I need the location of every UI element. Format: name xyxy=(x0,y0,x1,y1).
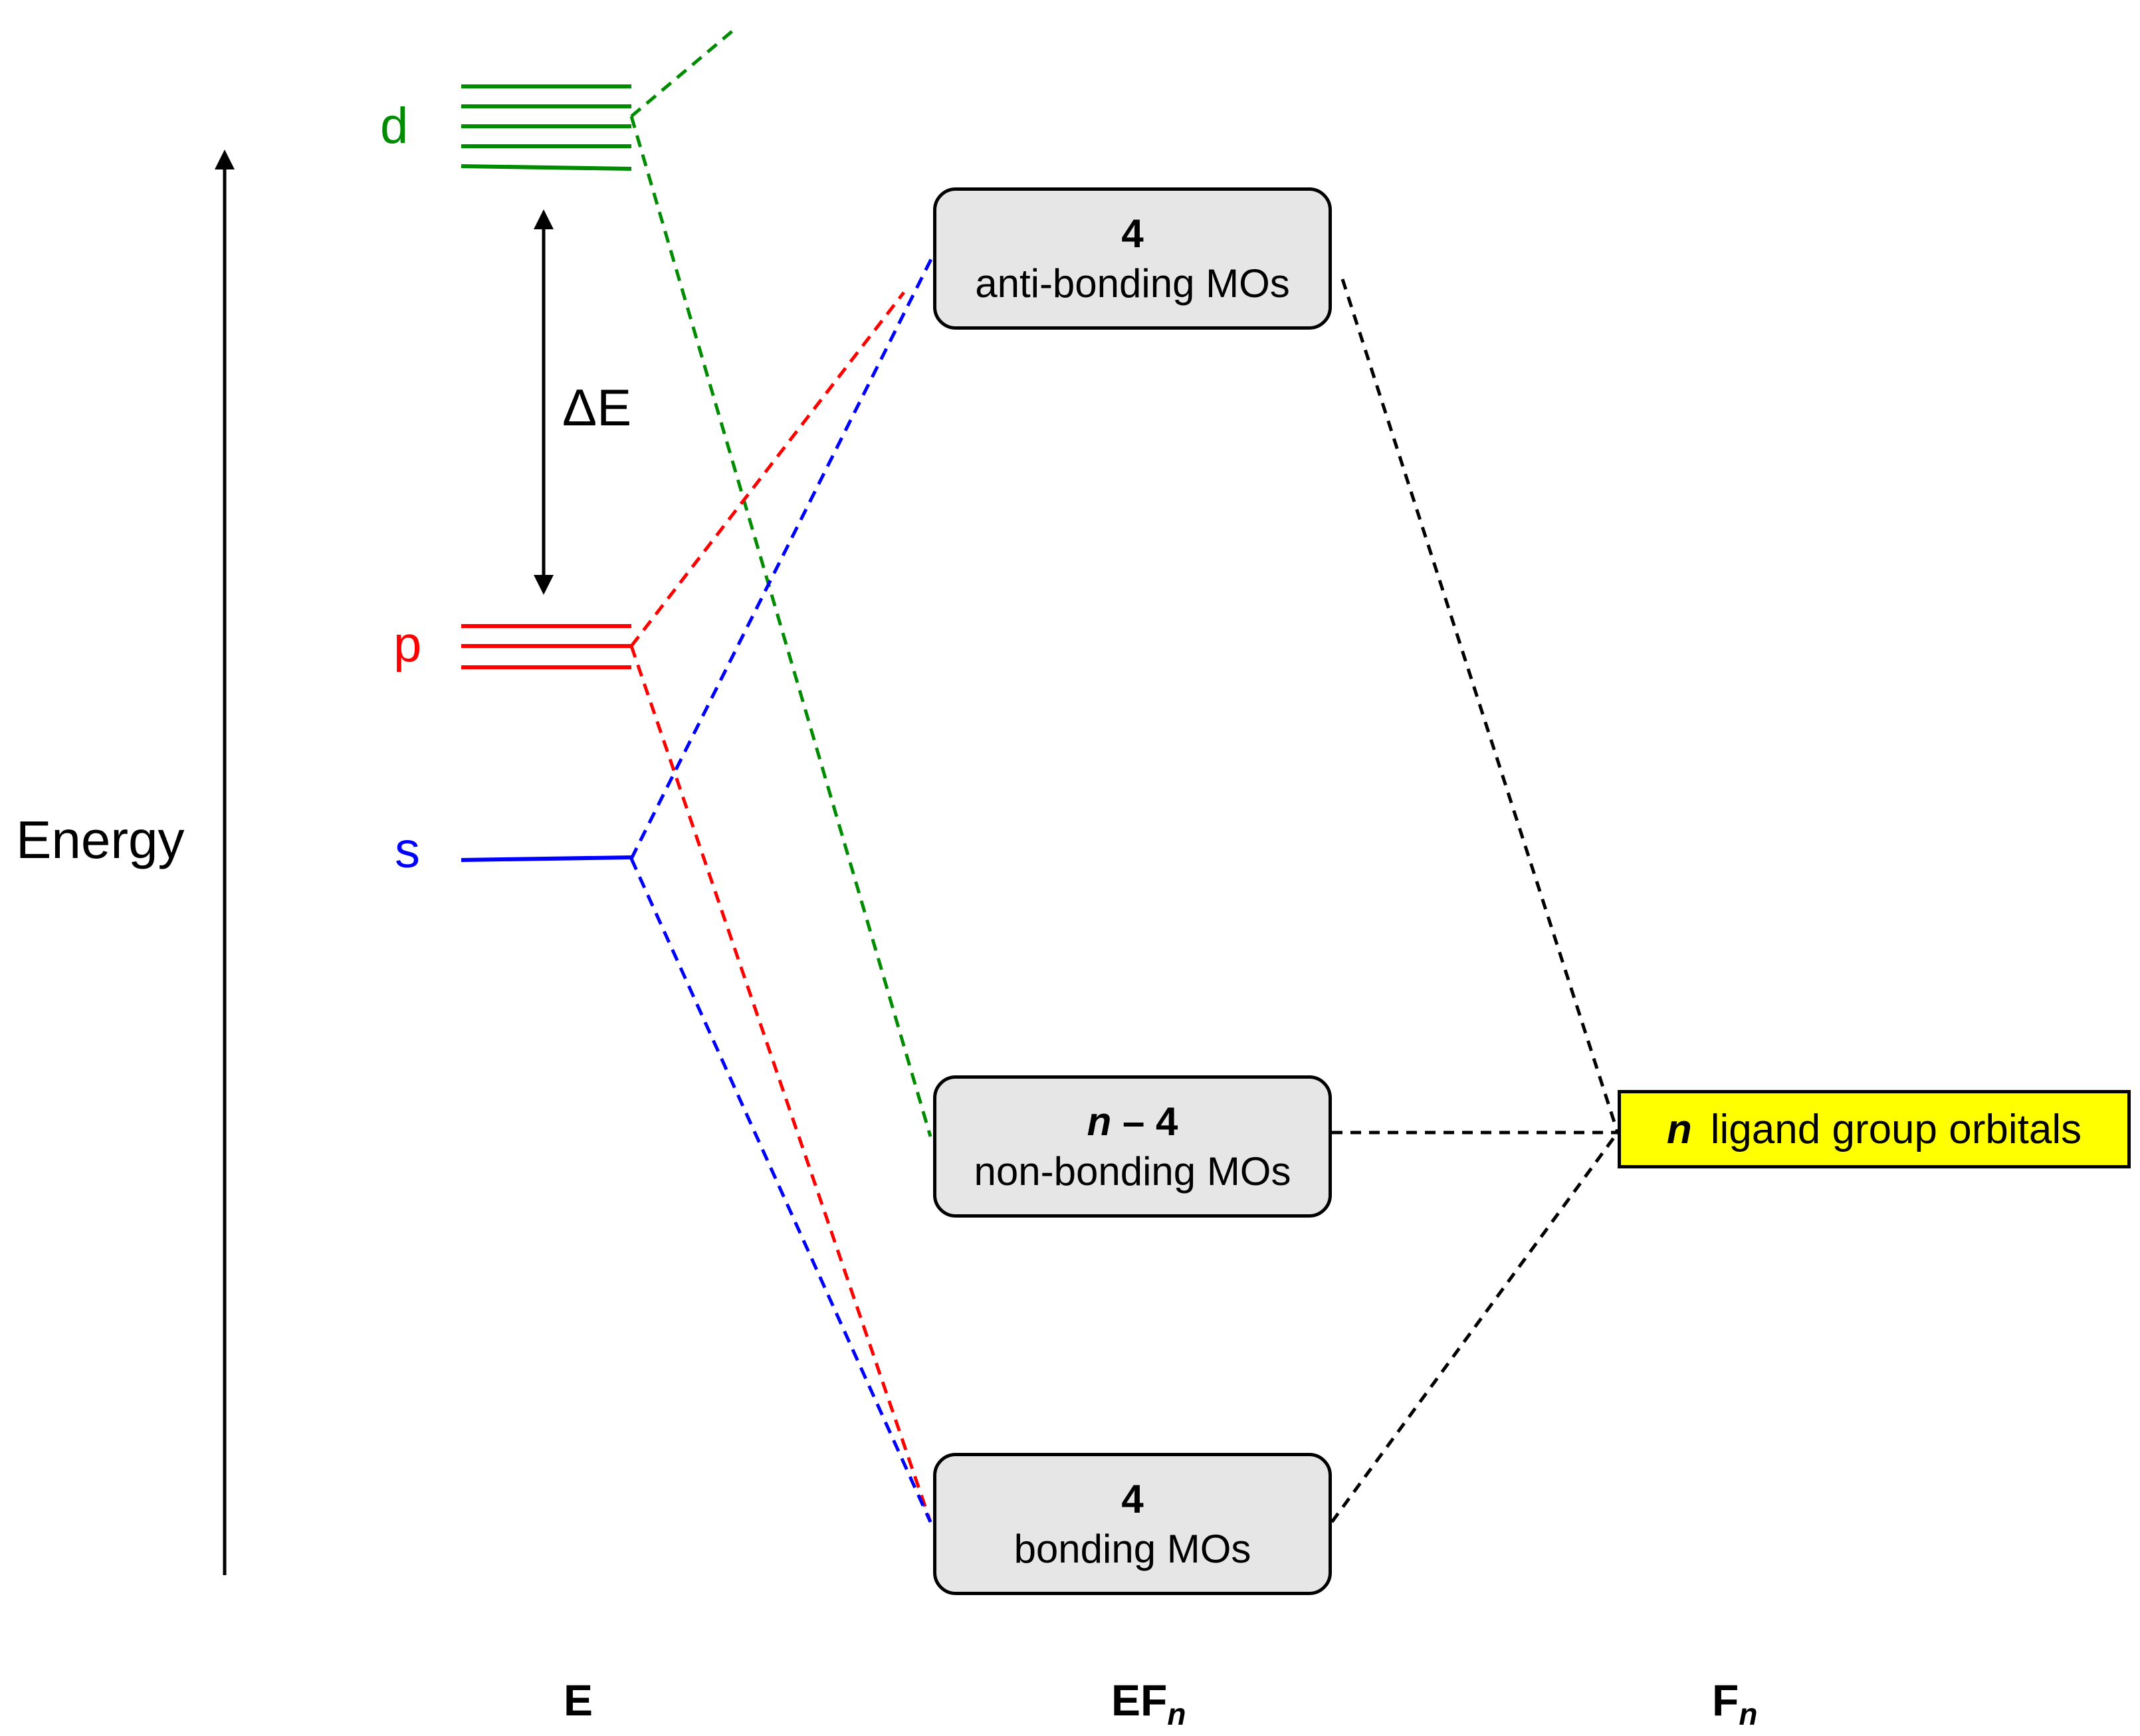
antibonding-mo-box: 4 anti-bonding MOs xyxy=(933,187,1332,330)
p-orbital-levels xyxy=(461,624,631,669)
nonbonding-mo-box: n – 4 non-bonding MOs xyxy=(933,1075,1332,1218)
antibonding-mo-count: 4 xyxy=(1121,211,1144,256)
ligand-correlation-lines xyxy=(1330,278,1620,1523)
nonbonding-mo-label: non-bonding MOs xyxy=(974,1149,1291,1194)
ligand-label: ligand group orbitals xyxy=(1710,1106,2082,1152)
p-orbital-label: p xyxy=(393,616,422,673)
column-label-fn-sub: n xyxy=(1739,1697,1758,1731)
column-label-efn-sub: n xyxy=(1167,1697,1186,1731)
nonbonding-mo-count: n – 4 xyxy=(1087,1097,1178,1146)
p-correlation-lines xyxy=(629,291,932,1523)
nonbonding-count-rest: – 4 xyxy=(1111,1099,1178,1144)
s-correlation-lines xyxy=(629,254,935,1523)
column-label-fn: Fn xyxy=(1712,1676,1758,1731)
s-orbital-label: s xyxy=(395,822,420,879)
d-orbital-label: d xyxy=(380,98,409,154)
energy-axis-label: Energy xyxy=(16,810,185,869)
bonding-mo-count: 4 xyxy=(1121,1477,1144,1521)
antibonding-mo-label: anti-bonding MOs xyxy=(975,261,1290,306)
s-orbital-level xyxy=(461,855,632,862)
ligand-group-orbitals-box: n ligand group orbitals xyxy=(1618,1090,2131,1168)
d-orbital-levels xyxy=(461,84,632,171)
ligand-n: n xyxy=(1666,1106,1692,1152)
d-correlation-lines xyxy=(629,25,932,1137)
column-label-e: E xyxy=(564,1676,593,1725)
bonding-mo-label: bonding MOs xyxy=(1014,1527,1251,1571)
nonbonding-count-n: n xyxy=(1087,1099,1112,1144)
bonding-mo-box: 4 bonding MOs xyxy=(933,1453,1332,1595)
column-label-efn: EFn xyxy=(1111,1676,1186,1731)
delta-e-label: ΔE xyxy=(562,378,632,437)
